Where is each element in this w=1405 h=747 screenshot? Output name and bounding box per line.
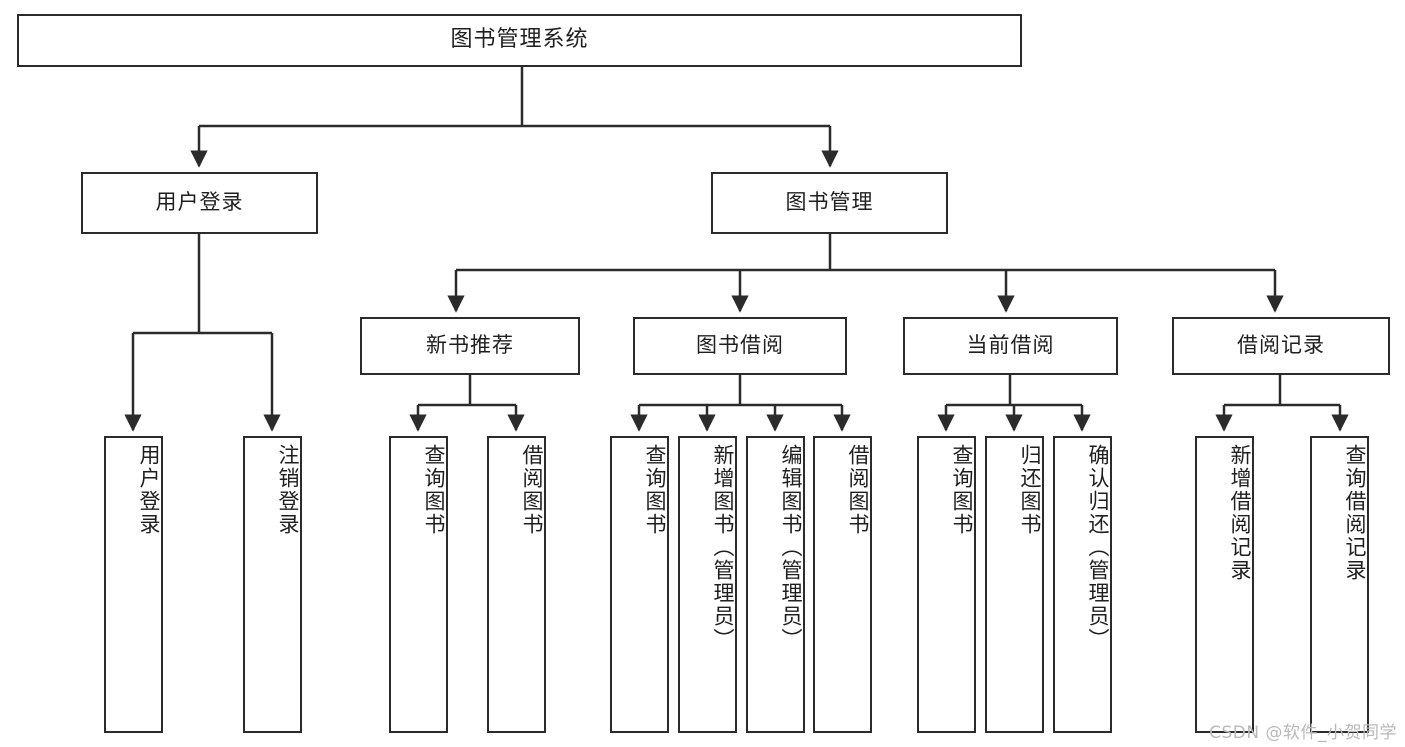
leaf-borrow-edit-book-admin[interactable]: 编辑图书（管理员） xyxy=(746,436,805,733)
leaf-current-return-book[interactable]: 归还图书 xyxy=(985,436,1044,733)
leaf-record-add-borrow-record[interactable]: 新增借阅记录 xyxy=(1195,436,1254,733)
leaf-borrow-query-book[interactable]: 查询图书 xyxy=(610,436,669,733)
node-label: 新增借阅记录 xyxy=(1228,444,1252,582)
node-label: 图书管理系统 xyxy=(450,27,589,53)
node-book-management[interactable]: 图书管理 xyxy=(711,172,948,234)
node-borrow-record[interactable]: 借阅记录 xyxy=(1172,317,1390,375)
node-label: 查询图书 xyxy=(422,444,446,536)
leaf-borrow-add-book-admin[interactable]: 新增图书（管理员） xyxy=(678,436,737,733)
node-label: 确认归还（管理员） xyxy=(1086,444,1110,651)
node-label: 查询借阅记录 xyxy=(1343,444,1367,582)
node-new-book-recommend[interactable]: 新书推荐 xyxy=(360,317,580,375)
node-current-borrow[interactable]: 当前借阅 xyxy=(903,317,1118,375)
leaf-user-login[interactable]: 用户登录 xyxy=(104,436,163,733)
node-label: 查询图书 xyxy=(950,444,974,536)
leaf-current-confirm-return-admin[interactable]: 确认归还（管理员） xyxy=(1053,436,1112,733)
leaf-record-query-borrow-record[interactable]: 查询借阅记录 xyxy=(1310,436,1369,733)
node-label: 查询图书 xyxy=(643,444,667,536)
node-label: 新书推荐 xyxy=(426,333,514,358)
node-label: 借阅图书 xyxy=(520,444,544,536)
node-label: 注销登录 xyxy=(276,444,300,536)
node-label: 图书管理 xyxy=(785,190,874,215)
node-book-borrow[interactable]: 图书借阅 xyxy=(633,317,847,375)
node-label: 当前借阅 xyxy=(966,333,1055,358)
leaf-recommend-borrow-book[interactable]: 借阅图书 xyxy=(487,436,546,733)
node-label: 归还图书 xyxy=(1018,444,1042,536)
node-label: 新增图书（管理员） xyxy=(711,444,735,651)
node-label: 用户登录 xyxy=(137,444,161,536)
leaf-user-logout[interactable]: 注销登录 xyxy=(243,436,302,733)
leaf-current-query-book[interactable]: 查询图书 xyxy=(917,436,976,733)
node-user-login[interactable]: 用户登录 xyxy=(81,172,318,234)
node-label: 编辑图书（管理员） xyxy=(779,444,803,651)
node-label: 借阅记录 xyxy=(1237,333,1325,358)
node-label: 图书借阅 xyxy=(696,333,784,358)
leaf-recommend-query-book[interactable]: 查询图书 xyxy=(389,436,448,733)
node-label: 借阅图书 xyxy=(846,444,870,536)
watermark-text: CSDN @软件_小贺同学 xyxy=(1209,723,1397,743)
node-label: 用户登录 xyxy=(155,190,244,215)
leaf-borrow-borrow-book[interactable]: 借阅图书 xyxy=(813,436,872,733)
node-root-system[interactable]: 图书管理系统 xyxy=(17,14,1022,67)
